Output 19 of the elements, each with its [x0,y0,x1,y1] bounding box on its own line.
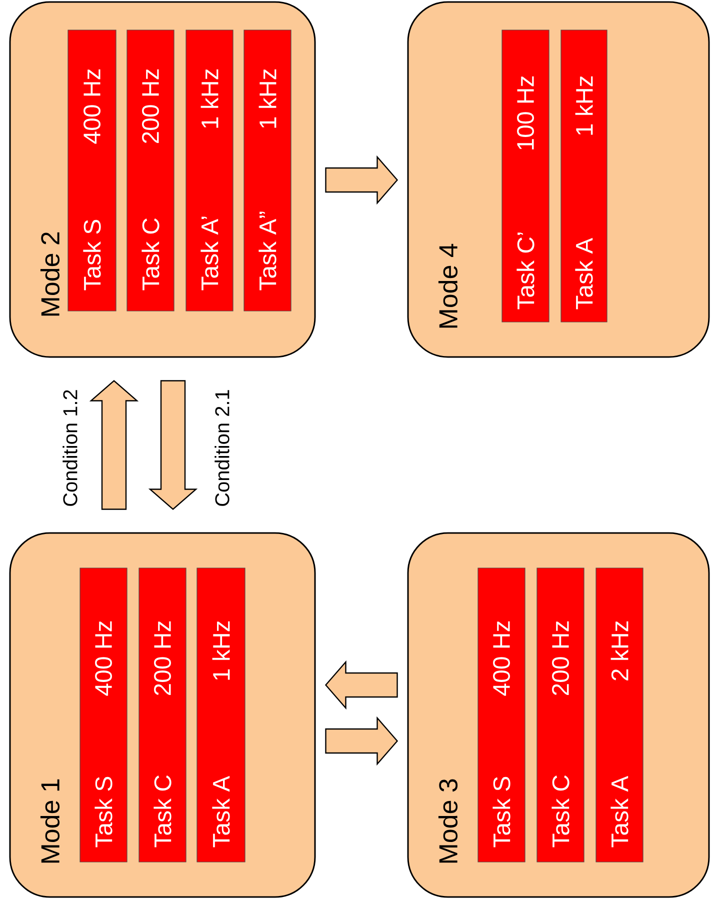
task-bar: Task S 400 Hz [478,568,526,862]
block-arrow [325,716,398,766]
block-arrow [324,660,398,710]
block-arrow [325,155,398,205]
task-bar: Task A 1 kHz [560,30,608,322]
task-bar: Task A” 1 kHz [244,30,292,312]
block-arrow [148,380,198,510]
task-bar: Task C 200 Hz [126,30,174,312]
task-bar: Task A’ 1 kHz [186,30,234,312]
block-arrow [89,380,139,510]
edge-label: Condition 2.1 [214,390,230,506]
task-bar: Task S 400 Hz [80,568,128,862]
task-bar: Task C’ 100 Hz [502,30,550,322]
task-bar: Task C 200 Hz [536,568,584,862]
task-bar: Task C 200 Hz [138,568,186,862]
task-bar: Task A 2 kHz [596,568,644,862]
task-bar: Task S 400 Hz [68,30,116,312]
edge-label: Condition 1.2 [62,390,78,506]
task-bar: Task A 1 kHz [196,568,246,862]
